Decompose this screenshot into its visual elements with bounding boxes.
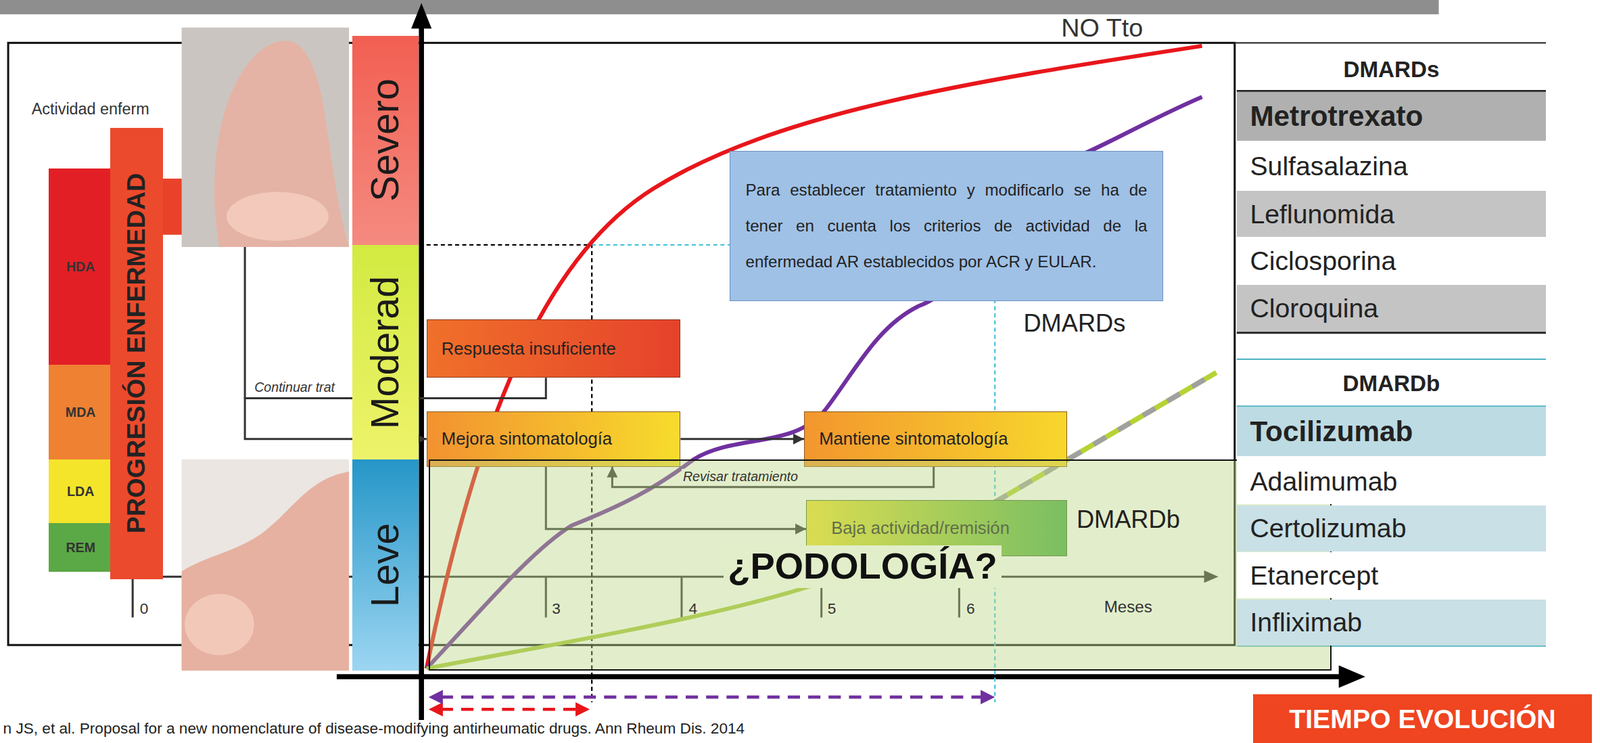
activity-level: HDA <box>48 168 113 365</box>
y-axis <box>418 24 425 731</box>
x-axis-head <box>1338 664 1366 688</box>
month-number: 0 <box>139 599 149 618</box>
progression-bar: PROGRESIÓN ENFERMEDAD <box>110 127 163 579</box>
axis-unit: Meses <box>1104 597 1153 617</box>
foot-photo <box>181 459 349 671</box>
flow-step: Respuesta insuficiente <box>426 319 681 378</box>
table-rule <box>1234 41 1546 44</box>
node-text: PROGRESIÓN ENFERMEDAD <box>121 173 151 533</box>
connector-line <box>680 437 805 440</box>
severity-band: Severo <box>352 35 419 245</box>
table-header: DMARDs <box>1236 48 1546 90</box>
citation: n JS, et al. Proposal for a new nomencla… <box>3 719 746 738</box>
span-arrow-head <box>428 701 443 717</box>
span-arrow-head <box>980 689 995 704</box>
note-box: Para establecer tratamiento y modificarl… <box>729 150 1164 301</box>
month-number: 4 <box>689 599 698 618</box>
photo-ground <box>181 459 349 671</box>
severity-band: Leve <box>352 459 419 671</box>
node-text: Para establecer tratamiento y modificarl… <box>745 172 1148 280</box>
table-cell: Infliximab <box>1236 599 1546 646</box>
month-number: 6 <box>966 599 976 618</box>
node-text: ¿PODOLOGÍA? <box>723 545 1001 587</box>
flow-step: Mejora sintomatología <box>426 411 681 466</box>
table-cell: Certolizumab <box>1236 505 1546 552</box>
x-axis <box>336 673 1342 679</box>
node-text: TIEMPO EVOLUCIÓN <box>1288 703 1556 734</box>
node-text: Respuesta insuficiente <box>441 338 617 360</box>
table-cell: Cloroquina <box>1236 284 1546 332</box>
span-arrow <box>440 707 578 711</box>
curve-label: DMARDs <box>1023 309 1126 338</box>
severity-band: Moderad <box>352 244 419 460</box>
span-arrow-head <box>428 689 443 704</box>
node-text: Moderad <box>363 275 408 429</box>
month-tick <box>131 576 134 617</box>
top-bar <box>0 0 1440 15</box>
curve-label: NO Tto <box>1061 13 1143 43</box>
arrow-head <box>793 433 805 445</box>
flow-connector <box>680 433 805 445</box>
node-text: REM <box>65 539 96 556</box>
podology-zone: ¿PODOLOGÍA? <box>428 459 1332 671</box>
table-cell: Leflunomida <box>1236 190 1546 237</box>
heel-shape <box>214 40 349 247</box>
table-rule <box>1236 358 1546 360</box>
connector-label: Revisar tratamiento <box>681 468 800 485</box>
node-text: HDA <box>66 259 95 275</box>
table-cell: Metrotrexato <box>1236 91 1546 141</box>
table-rule <box>1236 331 1546 334</box>
table-cell: Sulfasalazina <box>1236 142 1546 189</box>
table-cell: Adalimumab <box>1236 458 1546 505</box>
activity-level: LDA <box>48 459 113 523</box>
connector-label: Continuar trat <box>252 379 337 395</box>
heel-highlight <box>184 593 255 655</box>
flow-step: Mantiene sintomatología <box>804 411 1068 466</box>
activity-level: MDA <box>48 364 113 460</box>
flow-line <box>244 246 247 398</box>
span-arrow <box>440 695 983 699</box>
node-text: MDA <box>65 404 97 420</box>
node-text: LDA <box>66 483 94 500</box>
month-number: 5 <box>827 599 837 618</box>
node-text: Severo <box>363 79 408 203</box>
axis-title-box: TIEMPO EVOLUCIÓN <box>1253 693 1592 743</box>
activity-level: REM <box>48 522 113 572</box>
foot-shape <box>181 471 349 671</box>
table-cell: Ciclosporina <box>1236 238 1546 285</box>
month-number: 3 <box>551 599 561 618</box>
y-axis-head <box>411 3 432 30</box>
node-text: Mantiene sintomatología <box>818 428 1008 450</box>
heel-highlight <box>226 192 329 241</box>
table-cell: Etanercept <box>1236 551 1546 598</box>
table-cell: Tocilizumab <box>1236 407 1546 456</box>
node-text: Leve <box>363 522 408 607</box>
table-header: DMARDb <box>1236 362 1546 406</box>
foot-photo <box>181 27 349 247</box>
node-text: Actividad enferm <box>27 100 154 119</box>
node-text: Mejora sintomatología <box>441 428 613 450</box>
span-arrow-head <box>575 701 590 717</box>
photo-ground <box>181 27 349 247</box>
table-rule <box>1236 405 1546 407</box>
curve-label: DMARDb <box>1076 505 1181 534</box>
